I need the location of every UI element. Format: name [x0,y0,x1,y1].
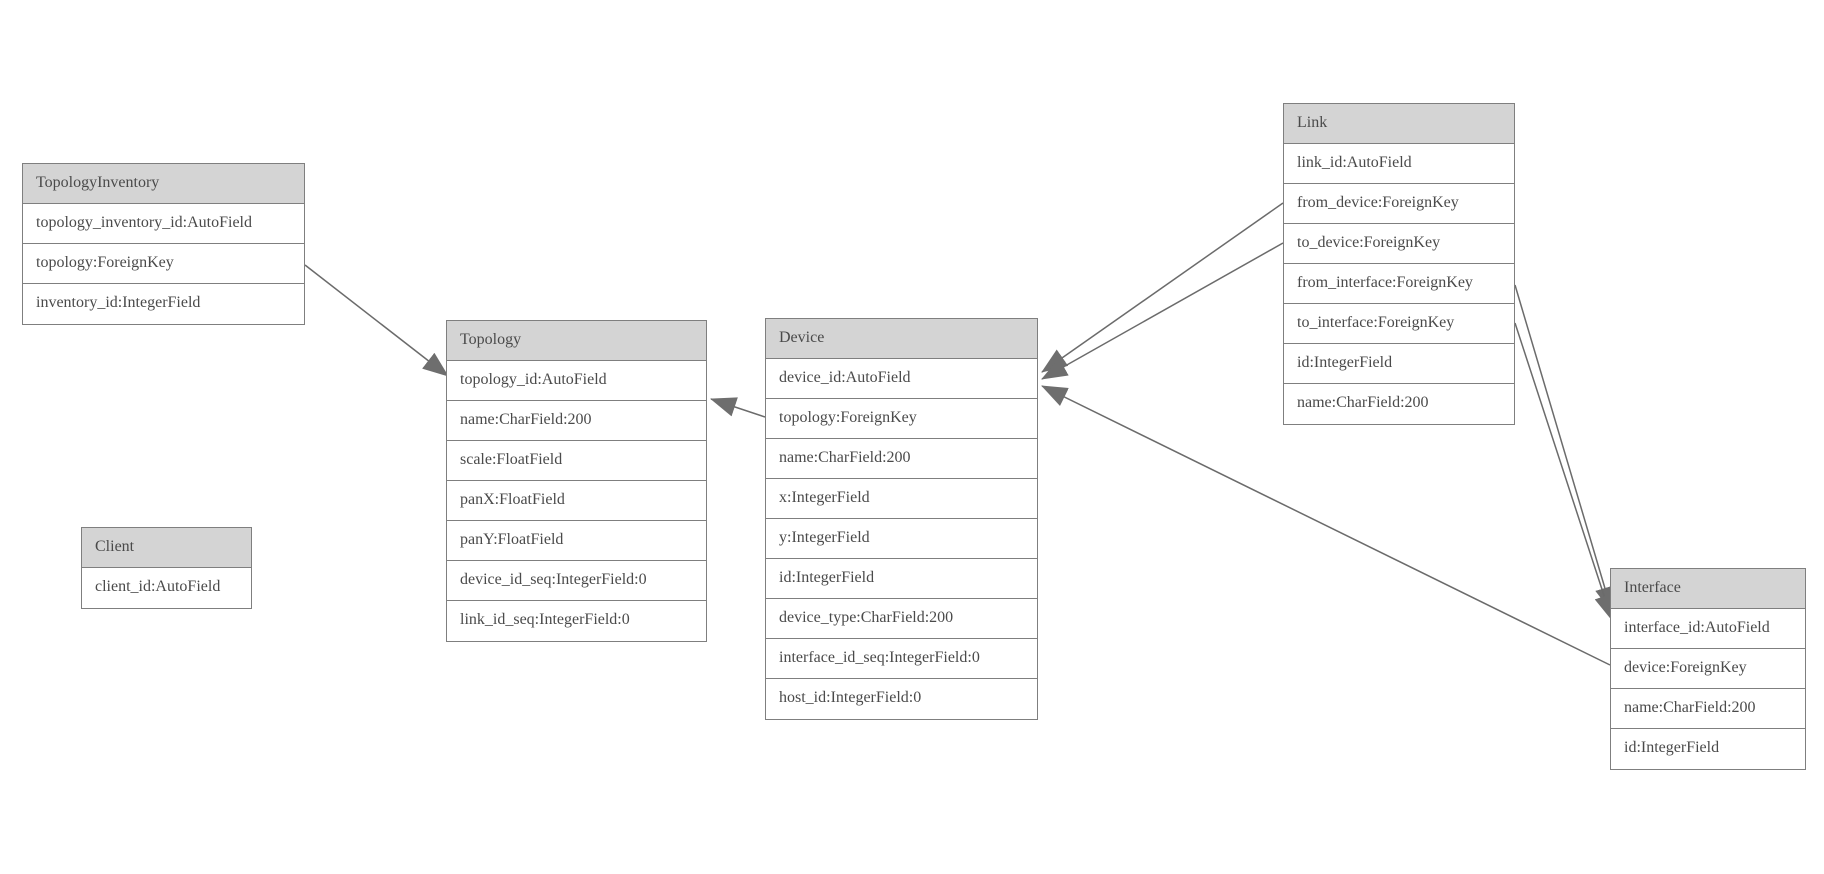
entity-device: Device device_id:AutoField topology:Fore… [765,318,1038,720]
field-row: id:IntegerField [1284,344,1514,384]
field-row: client_id:AutoField [82,568,251,608]
field-row: to_interface:ForeignKey [1284,304,1514,344]
edge-link-tointerface-interface [1514,322,1614,621]
field-row: topology_inventory_id:AutoField [23,204,304,244]
field-row: panX:FloatField [447,481,706,521]
field-row: host_id:IntegerField:0 [766,679,1037,719]
entity-topology: Topology topology_id:AutoField name:Char… [446,320,707,642]
edge-link-todevice-device [1041,242,1284,380]
entity-title: Client [82,528,251,568]
field-row: name:CharField:200 [447,401,706,441]
entity-title: TopologyInventory [23,164,304,204]
field-row: link_id_seq:IntegerField:0 [447,601,706,641]
edge-topologyinventory-topology [304,264,449,377]
field-row: topology_id:AutoField [447,361,706,401]
field-row: panY:FloatField [447,521,706,561]
field-row: device:ForeignKey [1611,649,1805,689]
field-row: interface_id_seq:IntegerField:0 [766,639,1037,679]
field-row: to_device:ForeignKey [1284,224,1514,264]
field-row: y:IntegerField [766,519,1037,559]
edge-interface-device [1041,385,1611,666]
entity-title: Device [766,319,1037,359]
entity-title: Topology [447,321,706,361]
field-row: device_id_seq:IntegerField:0 [447,561,706,601]
field-row: device_id:AutoField [766,359,1037,399]
field-row: device_type:CharField:200 [766,599,1037,639]
entity-interface: Interface interface_id:AutoField device:… [1610,568,1806,770]
field-row: inventory_id:IntegerField [23,284,304,324]
field-row: name:CharField:200 [1611,689,1805,729]
edge-link-fromdevice-device [1041,202,1284,373]
field-row: name:CharField:200 [766,439,1037,479]
entity-title: Link [1284,104,1514,144]
field-row: scale:FloatField [447,441,706,481]
field-row: interface_id:AutoField [1611,609,1805,649]
field-row: x:IntegerField [766,479,1037,519]
entity-topologyinventory: TopologyInventory topology_inventory_id:… [22,163,305,325]
field-row: name:CharField:200 [1284,384,1514,424]
field-row: id:IntegerField [1611,729,1805,769]
field-row: link_id:AutoField [1284,144,1514,184]
entity-link: Link link_id:AutoField from_device:Forei… [1283,103,1515,425]
edge-device-topology [710,397,766,418]
field-row: from_device:ForeignKey [1284,184,1514,224]
entity-title: Interface [1611,569,1805,609]
field-row: topology:ForeignKey [766,399,1037,439]
field-row: id:IntegerField [766,559,1037,599]
field-row: topology:ForeignKey [23,244,304,284]
edge-link-frominterface-interface [1514,284,1615,613]
field-row: from_interface:ForeignKey [1284,264,1514,304]
entity-client: Client client_id:AutoField [81,527,252,609]
